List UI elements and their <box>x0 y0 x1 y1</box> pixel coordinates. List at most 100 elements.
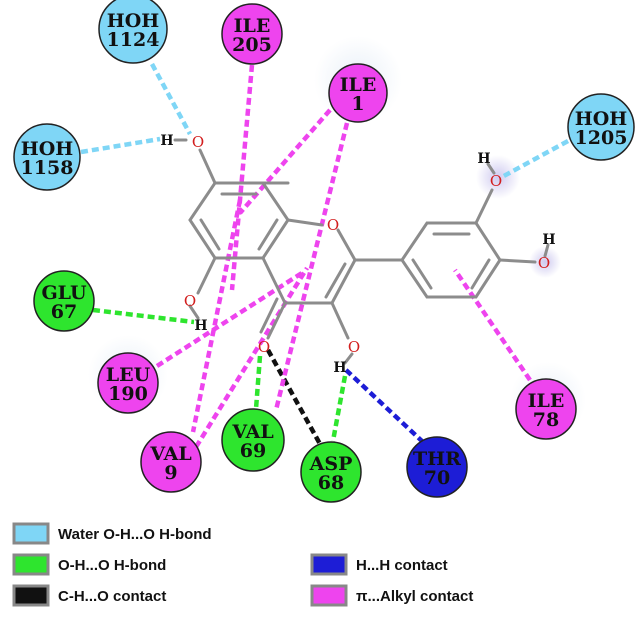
atom-h3p: H <box>477 151 490 167</box>
interaction-alkyl-leu190 <box>155 269 307 368</box>
interaction-water-hoh1205 <box>500 139 570 179</box>
atom-o1: O <box>327 216 339 234</box>
residue-node-circle <box>406 436 468 498</box>
atom-h7: H <box>160 133 173 149</box>
residue-name: ILE <box>528 390 565 412</box>
legend-label: Water O-H...O H-bond <box>58 526 212 543</box>
bond-o3p-h <box>486 162 496 175</box>
ring-a-inner-2 <box>199 218 221 251</box>
interaction-alkyl-ile1-b <box>273 122 350 411</box>
bond-c4p-o <box>498 258 537 264</box>
legend-label: C-H...O contact <box>58 588 166 605</box>
bond-c4-o-double <box>259 297 279 334</box>
residue-name: GLU <box>41 282 87 304</box>
residue-node-circle <box>13 123 81 191</box>
legend-label: O-H...O H-bond <box>58 557 166 574</box>
bond-c3p-o <box>474 188 494 225</box>
residue-name: HOH <box>107 10 160 32</box>
legend-swatch <box>310 553 348 576</box>
legend-swatch <box>12 522 50 545</box>
interaction-alkyl-val9 <box>194 266 309 449</box>
legend-swatch <box>310 584 348 607</box>
residue-node-circle <box>221 408 285 472</box>
ring-b-inner-3 <box>470 258 491 290</box>
residue-number: 205 <box>232 34 272 56</box>
atom-h4p: H <box>542 232 555 248</box>
bond-o1-c2 <box>336 228 357 262</box>
legend-label: π...Alkyl contact <box>356 588 473 605</box>
bond-c2-c3-double <box>324 262 347 299</box>
atom-o4: O <box>258 338 270 356</box>
residue-nodes: HOH1124ILE205ILE1HOH1205HOH1158GLU67LEU1… <box>13 0 635 503</box>
residue-node-circle <box>515 378 577 440</box>
legend-item-water: Water O-H...O H-bond <box>12 522 212 545</box>
residue-number: 68 <box>318 472 344 494</box>
interaction-hbond-val69 <box>253 355 263 410</box>
bond-c4-o <box>266 301 287 340</box>
bond-c5-o <box>196 256 217 295</box>
ring-b-inner-2 <box>411 258 433 290</box>
residue-name: ILE <box>234 15 271 37</box>
interaction-lines <box>80 62 570 449</box>
bond-c8a-o1 <box>286 218 324 227</box>
residue-number: 1 <box>351 93 364 115</box>
bond-o3-h <box>343 352 354 365</box>
residue-number: 70 <box>424 467 450 489</box>
residue-number: 1124 <box>107 29 160 51</box>
residue-number: 9 <box>164 462 177 484</box>
bond-c2-c3 <box>330 258 357 305</box>
interaction-alkyl-ile1-a <box>238 108 332 215</box>
residue-number: 69 <box>240 440 266 462</box>
interaction-ch-asp68 <box>266 348 322 446</box>
residue-name: VAL <box>149 443 191 465</box>
interaction-alkyl-ile78 <box>453 268 532 382</box>
atom-o5: O <box>184 292 196 310</box>
bond-c3-o <box>330 301 350 340</box>
halo-oh-lower <box>529 246 561 278</box>
bond-o4p-h <box>543 243 550 258</box>
atom-labels: O O O O O O O H H H H H <box>160 133 555 376</box>
residue-number: 78 <box>533 409 559 431</box>
legend-item-hh: H...H contact <box>310 553 448 576</box>
residue-node-circle <box>567 93 635 161</box>
atom-o3p: O <box>490 172 502 190</box>
residue-name: HOH <box>575 108 628 130</box>
legend-swatch <box>12 584 50 607</box>
residue-node-circle <box>33 270 95 332</box>
residue-node-circle <box>140 431 202 493</box>
bond-c4-c4a <box>261 256 287 305</box>
bond-c7-o <box>198 148 217 185</box>
interaction-water-hoh1158 <box>80 136 161 155</box>
legend-item-hbond: O-H...O H-bond <box>12 553 166 576</box>
residue-number: 1158 <box>21 157 74 179</box>
legend-label: H...H contact <box>356 557 448 574</box>
residue-node-circle <box>97 352 159 414</box>
molecule <box>173 138 550 365</box>
halo-oh-upper <box>476 155 520 199</box>
interaction-alkyl-ile205 <box>229 64 255 291</box>
atom-o3: O <box>348 338 360 356</box>
residue-node-circle <box>328 63 388 123</box>
residue-name: ASP <box>309 453 353 475</box>
residue-node-circle <box>300 441 362 503</box>
ring-a-inner-3 <box>257 218 279 251</box>
residue-number: 67 <box>51 301 77 323</box>
interaction-water-hoh1124 <box>150 62 192 136</box>
interaction-hbond-glu67 <box>92 307 195 325</box>
atom-h3: H <box>333 360 346 376</box>
legend-item-alkyl: π...Alkyl contact <box>310 584 473 607</box>
